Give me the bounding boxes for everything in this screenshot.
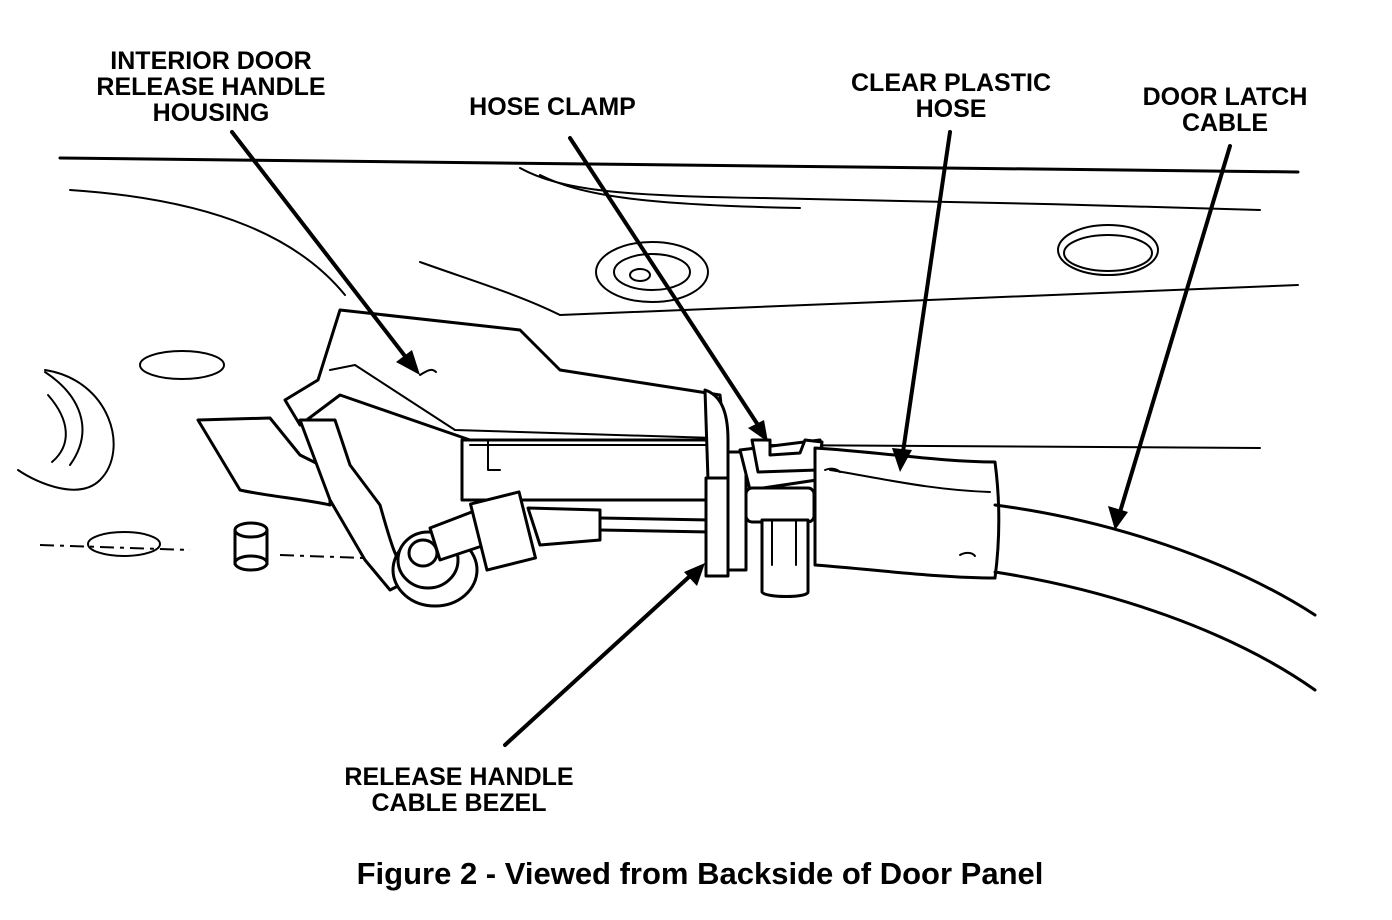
label-line: RELEASE HANDLE [344, 763, 574, 791]
cable-end-fitting [391, 490, 712, 608]
label-clear-plastic-hose: CLEAR PLASTIC HOSE [838, 70, 1064, 122]
cable-bezel [703, 388, 748, 578]
clear-plastic-hose [813, 446, 1001, 580]
label-line: CABLE BEZEL [371, 789, 547, 817]
label-door-latch-cable: DOOR LATCH CABLE [1128, 84, 1322, 136]
leader-arrows [230, 130, 1232, 747]
label-hose-clamp: HOSE CLAMP [455, 94, 650, 120]
left-boss [17, 369, 115, 491]
door-panel-edges [58, 156, 1300, 449]
label-line: RELEASE HANDLE [96, 73, 326, 101]
hose-clamp [738, 438, 832, 598]
label-line: HOSE [915, 95, 987, 123]
label-interior-door-release-handle-housing: INTERIOR DOOR RELEASE HANDLE HOUSING [80, 48, 342, 126]
label-line: CLEAR PLASTIC [851, 69, 1051, 97]
label-line: DOOR LATCH [1142, 83, 1308, 111]
label-release-handle-cable-bezel: RELEASE HANDLE CABLE BEZEL [330, 764, 588, 816]
door-latch-cable [993, 503, 1317, 692]
panel-dashed-edge [39, 544, 421, 561]
label-line: HOUSING [152, 99, 270, 127]
figure-caption: Figure 2 - Viewed from Backside of Door … [356, 856, 1044, 891]
label-line: HOSE CLAMP [469, 93, 636, 121]
post [233, 521, 269, 572]
label-line: CABLE [1181, 109, 1269, 137]
panel-holes [87, 224, 1159, 557]
label-line: INTERIOR DOOR [110, 47, 312, 75]
